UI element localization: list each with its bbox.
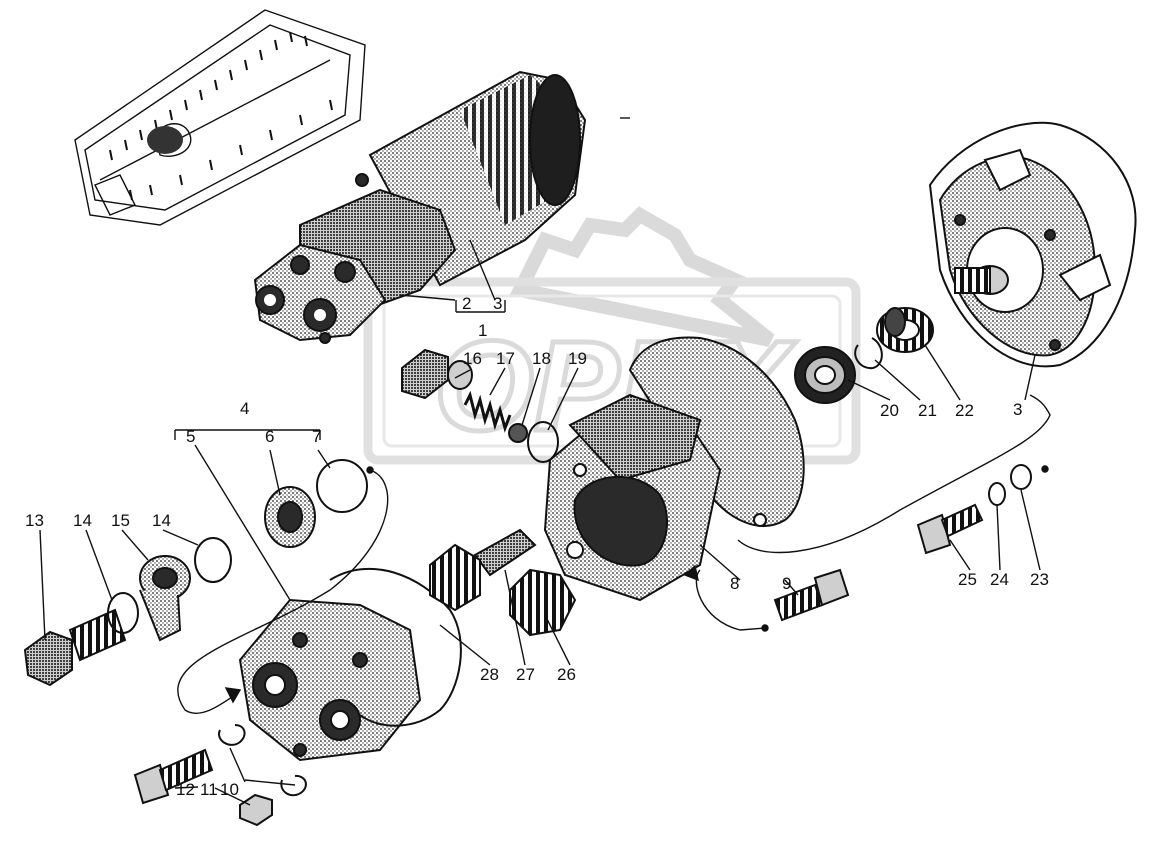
- part-10-lock-washer-top: [218, 724, 246, 746]
- part-27-drive-gear: [429, 528, 537, 612]
- part-5-pump-cover: [238, 598, 422, 762]
- part-24-washer: [988, 482, 1006, 506]
- callout-3-pump: 3: [493, 294, 502, 313]
- callout-12: 12: [176, 780, 195, 799]
- callout-25: 25: [958, 570, 977, 589]
- callout-5: 5: [186, 427, 195, 446]
- part-10-lock-washer-bottom: [280, 774, 307, 797]
- part-18-ball: [508, 423, 528, 443]
- part-11-nut: [239, 793, 273, 827]
- callout-20: 20: [880, 401, 899, 420]
- callout-14-right: 14: [152, 511, 171, 530]
- part-14-washer-right: [194, 537, 232, 583]
- body-cavity: [573, 475, 669, 567]
- assembly-flow-lines: [177, 394, 1051, 714]
- callout-10: 10: [220, 780, 239, 799]
- part-1-pump-assembly: [253, 70, 587, 344]
- callout-26: 26: [557, 665, 576, 684]
- callout-6: 6: [265, 427, 274, 446]
- part-21-snap-ring: [854, 337, 883, 370]
- cover-cam-tab-top: [983, 148, 1032, 192]
- callout-17: 17: [496, 349, 515, 368]
- callout-8: 8: [730, 574, 739, 593]
- callout-4: 4: [240, 399, 249, 418]
- part-17-spring: [463, 390, 512, 433]
- cover-shaft-splined: [954, 267, 991, 294]
- engine-block-sketch: [74, 9, 366, 226]
- watermark-gear: [509, 206, 775, 347]
- part-25-bolt: [916, 503, 984, 555]
- part-22-needle-bearing: [876, 307, 934, 353]
- callout-15: 15: [111, 511, 130, 530]
- callout-13: 13: [25, 511, 44, 530]
- callout-23: 23: [1030, 570, 1049, 589]
- part-26-driven-gear: [509, 568, 577, 637]
- cover-cam-tab-right: [1058, 253, 1112, 302]
- callout-2: 2: [462, 294, 471, 313]
- part-3-gear-cover: [928, 121, 1137, 368]
- part-7-gasket-ring: [316, 459, 368, 513]
- callout-22: 22: [955, 401, 974, 420]
- leader-lines: [39, 117, 1041, 806]
- body-top-block: [568, 393, 702, 482]
- part-23-washer: [1010, 464, 1032, 490]
- callout-18: 18: [532, 349, 551, 368]
- callout-28: 28: [480, 665, 499, 684]
- part-14-washer-left: [107, 592, 139, 634]
- callout-21: 21: [918, 401, 937, 420]
- callout-11: 11: [200, 780, 218, 799]
- part-28-gasket: [329, 567, 462, 727]
- callout-9: 9: [782, 574, 791, 593]
- part-13-banjo-bolt: [23, 608, 127, 687]
- part-12-bolt: [133, 748, 214, 805]
- part-20-ball-bearing: [794, 346, 856, 404]
- part-8-pump-body: [543, 336, 805, 602]
- part-9-bolt: [773, 568, 850, 622]
- callout-labels: 1 2 3 3 4 5 6 7 8 9 10 11 12 13 14 15 14…: [25, 294, 1049, 799]
- motor-end-cap: [529, 74, 581, 206]
- callout-14-left: 14: [73, 511, 92, 530]
- part-19-o-ring: [527, 421, 559, 463]
- part-15-banjo-fitting: [139, 555, 191, 642]
- callout-19: 19: [568, 349, 587, 368]
- part-6-bushing: [264, 486, 316, 548]
- callout-3-cover: 3: [1013, 400, 1022, 419]
- callout-7: 7: [312, 427, 321, 446]
- callout-27: 27: [516, 665, 535, 684]
- callout-24: 24: [990, 570, 1009, 589]
- callout-1: 1: [478, 321, 487, 340]
- callout-16: 16: [463, 349, 482, 368]
